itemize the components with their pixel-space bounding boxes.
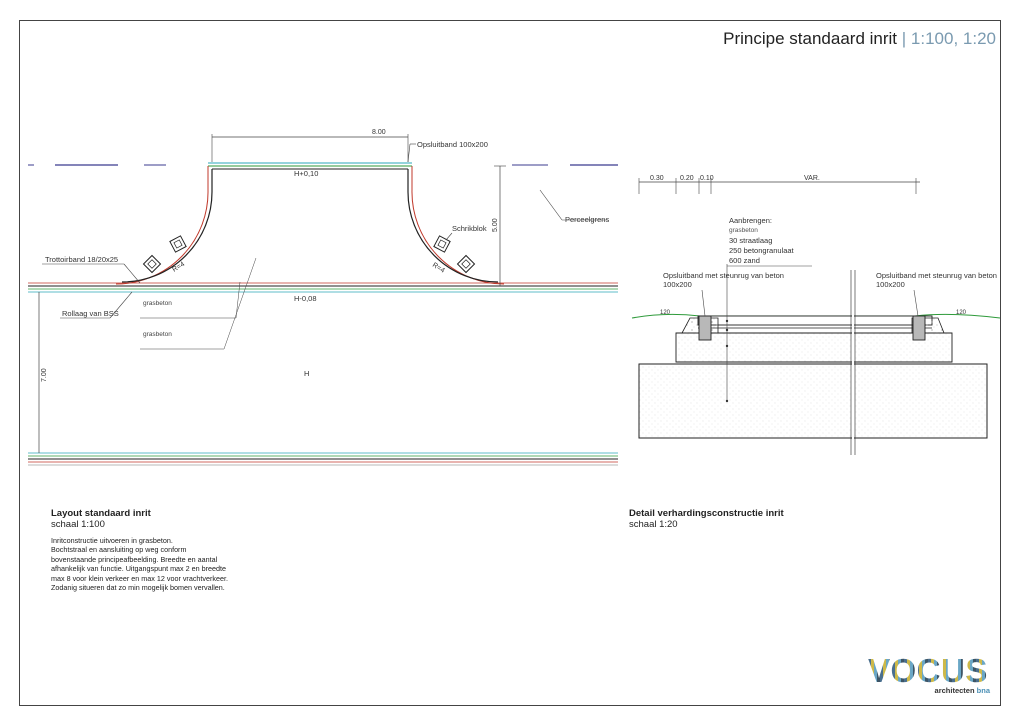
dim-total-label: 7.00 [41,368,48,382]
leader [109,291,133,319]
layer-straatlaag [697,315,933,326]
layout-caption-title: Layout standaard inrit [51,508,151,519]
logo-bna: bna [976,686,990,695]
logo-sub-text: architecten [934,686,975,695]
aanbrengen-sub: grasbeton [729,227,758,234]
label-rollaag: Rollaag van BSS [62,309,119,318]
title-main: Principe standaard inrit [723,29,898,48]
note-line: max 8 voor klein verkeer en max 12 voor … [51,573,228,583]
section-dim-2: 0.20 [680,175,694,182]
layer-label-2: 250 betongranulaat [729,246,795,255]
leader [539,189,563,221]
level-mid: H-0,08 [294,294,317,303]
opsluitband-right [912,315,926,341]
dim-width-label: 8.00 [372,129,386,136]
leader-dot [725,328,729,332]
opsluitband-left [698,315,712,341]
leader [123,263,141,284]
detail-caption-title: Detail verhardingsconstructie inrit [629,508,784,519]
note-line: afhankelijk van functie. Uitgangspunt ma… [51,564,227,574]
level-top: H+0,10 [294,169,318,178]
note-line: bovenstaande principeafbeelding. Breedte… [51,554,218,564]
title-scale: 1:100, 1:20 [910,29,996,48]
label-grasbeton-1: grasbeton [143,300,172,307]
label-grasbeton-2: grasbeton [143,331,172,338]
notes-block: Inritconstructie uitvoeren in grasbeton.… [51,536,266,592]
opsluitband-left-label: Opsluitband met steunrug van beton [663,271,784,280]
schrikblok-left-2 [142,254,162,274]
drawing-frame [19,20,1001,706]
layout-caption: Layout standaard inrit schaal 1:100 [51,508,151,530]
sheet-title: Principe standaard inrit | 1:100, 1:20 [723,29,996,49]
section-level-left: 120 [660,310,671,316]
leader-dot [725,319,729,323]
section-level-right: 120 [956,310,967,316]
leader [235,281,241,319]
leader-dot [725,344,729,348]
layout-caption-scale: schaal 1:100 [51,519,105,530]
leader [407,143,411,163]
section-dim-4: VAR. [804,175,820,182]
label-perceelgrens: Perceelgrens [565,215,609,224]
curve-right-red [411,166,505,285]
break-gap [852,312,854,458]
radius-left: R=4 [171,261,186,274]
layer-label-3: 600 zand [729,256,760,265]
dim-depth-label: 5.00 [492,218,499,232]
section-dim-1: 0.30 [650,175,664,182]
aanbrengen-title: Aanbrengen: [729,216,772,225]
layer-zand [638,363,988,439]
layer-betongranulaat [675,332,953,363]
detail-caption: Detail verhardingsconstructie inrit scha… [629,508,784,530]
title-separator: | [901,29,907,48]
curve-left-red [115,166,209,285]
curve-right-black [407,169,499,283]
vocus-logo: VOCUS architecten bna [868,654,994,695]
note-line: Bochtstraal en aansluiting op weg confor… [51,545,187,555]
leader [913,289,919,317]
layer-label-1: 30 straatlaag [729,236,772,245]
opsluitband-right-label: Opsluitband met steunrug van beton [876,271,997,280]
logo-sub: architecten bna [868,686,994,695]
label-opsluitband: Opsluitband 100x200 [417,140,488,149]
leader [701,289,706,317]
schrikblok-left-1 [169,235,187,253]
note-line: Inritconstructie uitvoeren in grasbeton. [51,536,173,545]
detail-caption-scale: schaal 1:20 [629,519,678,530]
opsluitband-right-size: 100x200 [876,280,905,289]
section-dim-3: 0.10 [700,175,714,182]
opsluitband-left-size: 100x200 [663,280,692,289]
level-road: H [304,369,309,378]
leader [445,232,453,241]
leader-dot [725,399,729,403]
logo-word: VOCUS [868,654,994,687]
curve-left-black [121,169,213,283]
note-line: Zodanig situeren dat zo min mogelijk bom… [51,583,225,593]
section-view: 0.30 0.20 0.10 VAR. 120 120 Aanbrengen: [631,175,1001,458]
leader [223,257,257,350]
schrikblok-right-2 [456,254,476,274]
label-schrikblok: Schrikblok [452,224,487,233]
label-trottoirband: Trottoirband 18/20x25 [45,255,118,264]
plan-view: 8.00 Opsluitband 100x200 5.00 7.00 H+0,1… [28,129,618,466]
